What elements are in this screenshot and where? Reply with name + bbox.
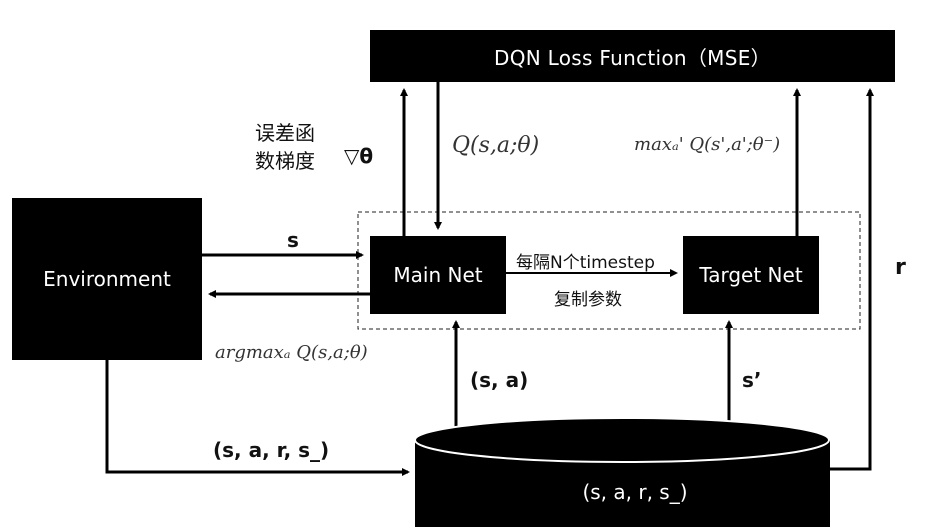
main-net-box: Main Net: [370, 236, 506, 314]
environment-box: Environment: [12, 198, 202, 360]
copy-params-label: 复制参数: [554, 290, 622, 310]
q-main-formula: Q(s,a;θ): [452, 133, 540, 158]
gradient-label-line1: 误差函: [255, 121, 315, 145]
copy-interval-label: 每隔N个timestep: [516, 253, 655, 273]
q-target-formula: maxₐ' Q(s',a';θ⁻): [634, 134, 781, 155]
argmax-formula: argmaxₐ Q(s,a;θ): [215, 342, 368, 363]
sample-next-state-label: s’: [742, 368, 762, 392]
state-label: s: [287, 228, 299, 252]
gradient-label-line2: 数梯度: [255, 149, 315, 173]
replay-memory-cylinder: [414, 417, 830, 527]
transition-label: (s, a, r, s_): [213, 438, 330, 462]
loss-function-box: DQN Loss Function（MSE）: [370, 30, 895, 82]
replay-memory-label: (s, a, r, s_): [582, 480, 688, 504]
networks-dashed-frame: [357, 211, 861, 330]
loss-function-label: DQN Loss Function（MSE）: [494, 45, 771, 70]
target-net-label: Target Net: [699, 263, 803, 287]
sample-state-action-label: (s, a): [470, 368, 529, 392]
arrow-reward-to-loss: [830, 88, 874, 471]
main-net-label: Main Net: [393, 263, 483, 287]
arrow-env-to-memory: [105, 360, 410, 476]
nabla-theta-label: ▽θ: [344, 144, 374, 168]
target-net-box: Target Net: [683, 236, 819, 314]
environment-label: Environment: [43, 267, 171, 291]
reward-label: r: [895, 255, 906, 280]
